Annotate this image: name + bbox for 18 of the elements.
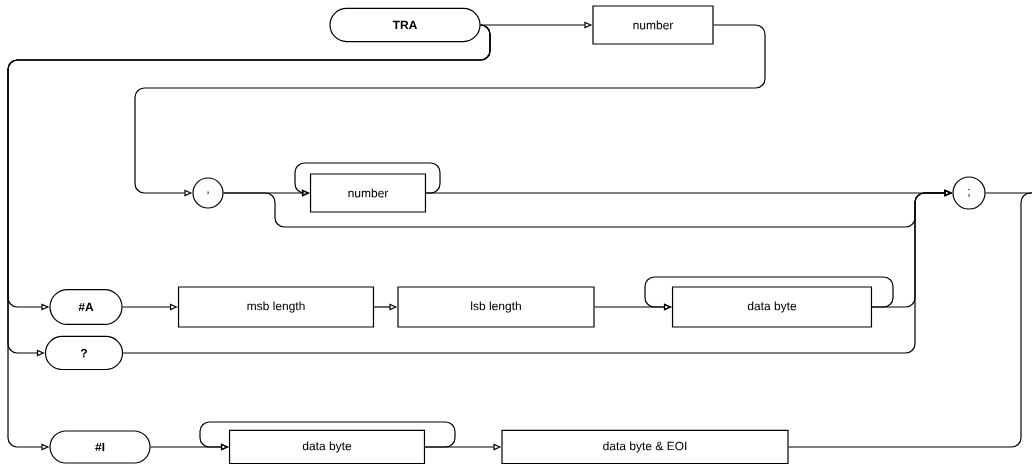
parameter-box: msb length xyxy=(177,286,375,328)
keyword-pill: TRA xyxy=(329,7,481,43)
loop-arrow xyxy=(644,276,894,311)
loop-arrow xyxy=(199,421,456,451)
arrow xyxy=(134,24,766,197)
keyword-pill: #I xyxy=(49,430,151,464)
arrow xyxy=(7,24,491,451)
parameter-box: data byte xyxy=(671,286,873,328)
parameter-box: number xyxy=(309,173,427,213)
connector-line xyxy=(985,192,1032,194)
parameter-box: number xyxy=(592,5,714,45)
connector-line xyxy=(788,192,1032,448)
loop-arrow xyxy=(294,162,441,197)
keyword-pill: #A xyxy=(49,288,123,326)
parameter-box: lsb length xyxy=(397,286,595,328)
parameter-box: data byte & EOI xyxy=(501,429,789,465)
keyword-pill: ? xyxy=(44,335,124,371)
parameter-box: data byte xyxy=(228,429,426,465)
